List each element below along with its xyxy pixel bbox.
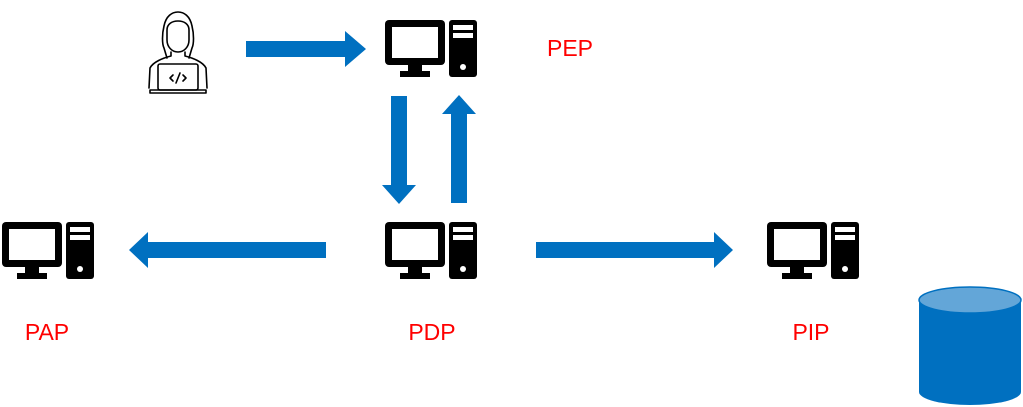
arrow-user-to-pep	[246, 31, 366, 67]
developer-user-icon	[148, 11, 208, 94]
pap-label: PAP	[25, 319, 69, 345]
pdp-computer-icon	[385, 222, 477, 279]
pep-label: PEP	[547, 35, 593, 61]
arrow-pep-to-pdp	[382, 96, 416, 204]
pap-computer-icon	[2, 222, 94, 279]
arrow-pdp-to-pep	[442, 95, 476, 203]
arrow-pdp-to-pap	[129, 232, 326, 268]
pdp-label: PDP	[408, 319, 455, 345]
arrow-pdp-to-pip	[536, 232, 733, 268]
pip-computer-icon	[767, 222, 859, 279]
database-cylinder-icon	[918, 286, 1022, 405]
pip-label: PIP	[792, 319, 829, 345]
pep-computer-icon	[385, 20, 477, 77]
